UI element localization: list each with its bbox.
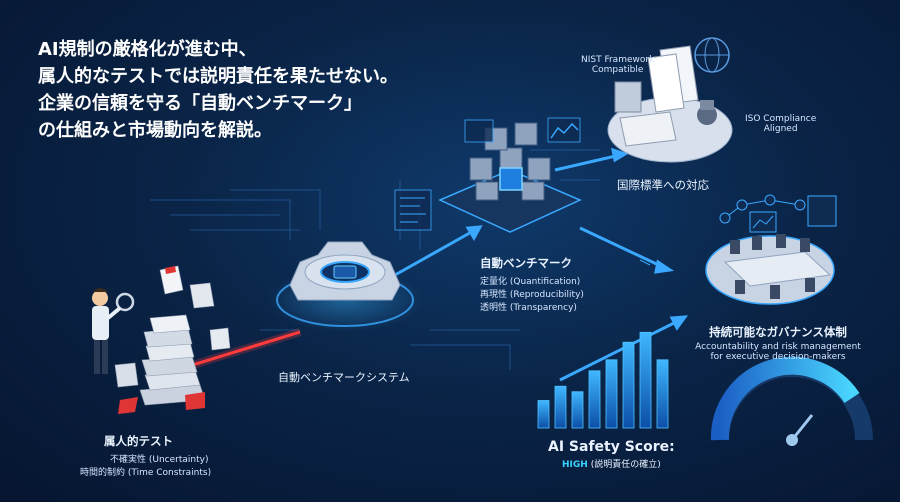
governance-meeting-icon	[705, 234, 835, 305]
headline: AI規制の厳格化が進む中、 属人的なテストでは説明責任を果たせない。 企業の信頼…	[38, 36, 418, 144]
manual-testing-title: 属人的テスト	[104, 434, 173, 448]
safety-bar	[605, 359, 618, 429]
iso-line-1: ISO Compliance	[745, 114, 817, 124]
safety-score-note: (説明責任の確立)	[587, 460, 661, 470]
safety-bar	[588, 370, 601, 429]
manual-point-time: 時間的制約 (Time Constraints)	[80, 468, 212, 478]
governance-title: 持続可能なガバナンス体制	[709, 325, 847, 339]
safety-bar	[571, 391, 584, 429]
safety-bar	[656, 359, 669, 429]
benchmark-point-quantification: 定量化 (Quantification)	[480, 277, 581, 287]
safety-bar	[622, 341, 635, 429]
safety-score-bars	[537, 331, 669, 429]
safety-bar	[554, 385, 567, 429]
benchmark-point-transparency: 透明性 (Transparency)	[480, 303, 577, 313]
nist-line-2: Compatible	[591, 65, 644, 75]
iso-line-2: Aligned	[763, 124, 798, 134]
benchmark-caption: 自動ベンチマーク 定量化 (Quantification) 再現性 (Repro…	[480, 255, 584, 313]
governance-line-2: for executive decision-makers	[710, 352, 846, 362]
manual-point-uncertainty: 不確実性 (Uncertainty)	[110, 455, 209, 465]
safety-bar	[639, 331, 652, 429]
analyst-figure-icon	[92, 288, 135, 374]
safety-score-caption: AI Safety Score: HIGH (説明責任の確立)	[548, 439, 675, 470]
headline-line-4: の仕組みと市場動向を解説。	[38, 120, 272, 141]
safety-score-level: HIGH	[562, 460, 588, 470]
benchmark-title: 自動ベンチマーク	[480, 256, 572, 270]
manual-testing-caption: 属人的テスト 不確実性 (Uncertainty) 時間的制約 (Time Co…	[80, 433, 211, 478]
paper-pile-icon	[114, 265, 231, 414]
nist-line-1: NIST Framework	[581, 55, 655, 65]
nist-badge: NIST Framework Compatible	[581, 55, 654, 75]
system-label: 自動ベンチマークシステム	[278, 371, 410, 384]
headline-line-1: AI規制の厳格化が進む中、	[38, 39, 257, 60]
network-nodes-icon	[719, 194, 837, 233]
safety-score-title: AI Safety Score:	[548, 439, 675, 455]
benchmark-gear-icon	[267, 241, 423, 332]
governance-caption: 持続可能なガバナンス体制 Accountability and risk man…	[693, 324, 863, 362]
server-cluster-icon	[438, 122, 582, 233]
benchmark-point-reproducibility: 再現性 (Reproducibility)	[480, 290, 584, 300]
flow-arrows	[394, 147, 689, 382]
headline-line-2: 属人的なテストでは説明責任を果たせない。	[38, 66, 398, 87]
governance-line-1: Accountability and risk management	[695, 342, 861, 352]
iso-badge: ISO Compliance Aligned	[745, 114, 816, 134]
standards-title: 国際標準への対応	[617, 178, 709, 192]
mini-chart-panels	[394, 117, 581, 231]
headline-line-3: 企業の信頼を守る「自動ベンチマーク」	[38, 93, 362, 114]
standards-documents-icon	[607, 37, 733, 163]
safety-score-status: HIGH (説明責任の確立)	[548, 457, 675, 470]
safety-gauge-icon	[710, 356, 873, 446]
safety-bar	[537, 400, 550, 429]
